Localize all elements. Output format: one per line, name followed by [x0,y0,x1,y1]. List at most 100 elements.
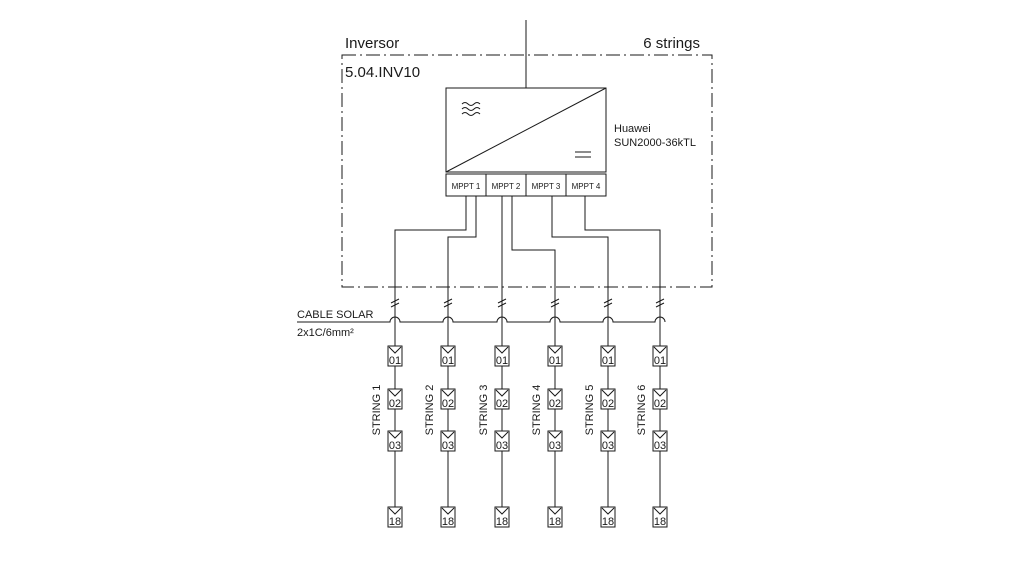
pv-module: 18 [652,506,668,528]
string-label: STRING 6 [636,385,648,436]
mppt-row: MPPT 1 MPPT 2 MPPT 3 MPPT 4 [445,173,607,197]
inverter-box [445,87,607,173]
pv-module: 03 [440,430,456,452]
pv-module: 02 [652,388,668,410]
pv-module: 03 [494,430,510,452]
module-number: 18 [654,516,666,528]
pv-panel-icon [441,389,455,397]
pv-module: 01 [440,345,456,367]
pv-panel-icon [388,346,402,354]
module-number: 01 [496,355,508,367]
wire-string-4 [511,196,556,346]
pv-panel-icon [495,346,509,354]
mppt-2-label: MPPT 2 [492,182,521,191]
module-number: 01 [602,355,614,367]
inverter-id: 5.04.INV10 [345,64,420,81]
pv-module: 01 [494,345,510,367]
module-number: 18 [549,516,561,528]
pv-module: 01 [387,345,403,367]
module-number: 03 [602,440,614,452]
module-number: 03 [496,440,508,452]
module-number: 03 [389,440,401,452]
string-3: 01 02 03 18 STRING 3 [478,345,510,528]
module-number: 03 [549,440,561,452]
pv-module: 18 [387,506,403,528]
pv-module: 03 [387,430,403,452]
string-2: 01 02 03 18 STRING 2 [424,345,456,528]
pv-panel-icon [653,389,667,397]
pv-panel-icon [495,507,509,515]
pv-panel-icon [653,431,667,439]
pv-panel-icon [601,431,615,439]
module-number: 02 [602,398,614,410]
inverter-diagonal [445,87,607,173]
module-number: 18 [602,516,614,528]
pv-panel-icon [601,389,615,397]
pv-panel-icon [548,346,562,354]
string-label: STRING 3 [478,385,490,436]
mppt-3-label: MPPT 3 [532,182,561,191]
string-1: 01 02 03 18 STRING 1 [371,345,403,528]
pv-panel-icon [601,346,615,354]
pv-panel-icon [548,507,562,515]
pv-module: 02 [547,388,563,410]
pv-panel-icon [388,431,402,439]
pv-module: 01 [600,345,616,367]
inverter-symbol [445,87,607,173]
cable-spec: 2x1C/6mm² [297,327,354,339]
wire-string-2 [447,196,477,346]
string-label: STRING 5 [584,385,596,436]
mppt-4-label: MPPT 4 [572,182,601,191]
module-number: 01 [389,355,401,367]
string-label: STRING 2 [424,385,436,436]
dc-wiring [394,196,661,346]
pv-panel-icon [495,389,509,397]
strings-count-label: 6 strings [643,35,700,52]
pv-panel-icon [548,431,562,439]
module-number: 18 [442,516,454,528]
pv-module: 02 [440,388,456,410]
pv-panel-icon [653,346,667,354]
wire-string-6 [584,196,661,346]
pv-panel-icon [388,389,402,397]
inverter-model: SUN2000-36kTL [614,137,696,149]
module-number: 02 [549,398,561,410]
inverter-enclosure [341,54,713,288]
pv-module: 18 [547,506,563,528]
pv-panel-icon [495,431,509,439]
pv-module: 18 [600,506,616,528]
ac-wave-icon [461,102,481,116]
module-number: 01 [442,355,454,367]
module-number: 02 [389,398,401,410]
pv-panel-icon [653,507,667,515]
string-5: 01 02 03 18 STRING 5 [584,345,616,528]
dc-symbol-icon [575,151,591,158]
cable-name: CABLE SOLAR [297,309,373,321]
wire-string-5 [551,196,609,346]
pv-module: 02 [494,388,510,410]
module-number: 18 [496,516,508,528]
pv-module: 18 [494,506,510,528]
pv-module: 03 [547,430,563,452]
cable-slash-marks [390,298,665,308]
pv-panel-icon [388,507,402,515]
pv-module: 01 [652,345,668,367]
string-label: STRING 1 [371,385,383,436]
pv-panel-icon [441,346,455,354]
pv-module: 02 [387,388,403,410]
wire-string-1 [394,196,467,346]
module-number: 02 [496,398,508,410]
inverter-label: Inversor [345,35,399,52]
pv-panel-icon [548,389,562,397]
inverter-brand: Huawei [614,123,651,135]
module-number: 18 [389,516,401,528]
cable-reference-line [297,316,666,323]
pv-panel-icon [441,507,455,515]
module-number: 01 [654,355,666,367]
pv-module: 18 [440,506,456,528]
module-number: 03 [442,440,454,452]
module-number: 02 [442,398,454,410]
strings-group: 01 02 03 18 STRING 1 01 02 03 18 STRING 2 01 02 03 18… [371,345,668,528]
